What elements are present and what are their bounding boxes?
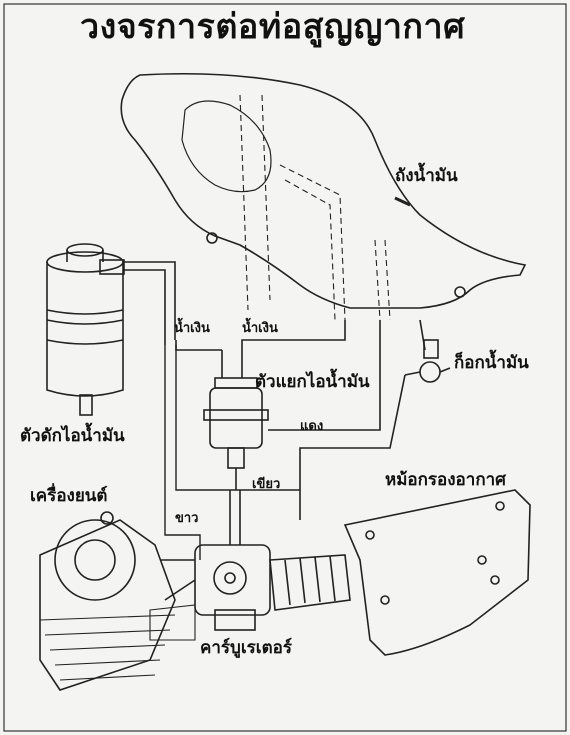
page-frame (3, 3, 567, 732)
label-white: ขาว (175, 511, 199, 526)
hose-lines (164, 345, 300, 560)
fuel-tank (120, 72, 527, 321)
charcoal-canister (46, 243, 176, 416)
label-red: แดง (300, 419, 324, 434)
label-separator: ตัวแยกไอน้ำมัน (255, 372, 370, 392)
label-green: เขียว (252, 477, 281, 492)
label-engine: เครื่องยนต์ (30, 486, 108, 506)
label-canister: ตัวดักไอน้ำมัน (20, 426, 125, 446)
label-fuel-cock: ก็อกน้ำมัน (454, 353, 529, 373)
label-blue-left: น้ำเงิน (174, 321, 210, 336)
air-filter (343, 489, 531, 656)
fuel-cock (299, 319, 451, 520)
carburetor (194, 490, 351, 631)
label-air-filter: หม้อกรองอากาศ (385, 470, 506, 490)
vapor-separator (175, 320, 381, 490)
label-fuel-tank: ถังน้ำมัน (395, 166, 458, 186)
label-carburetor: คาร์บูเรเตอร์ (200, 638, 292, 658)
label-blue-right: น้ำเงิน (242, 321, 278, 336)
diagram-title: วงจรการต่อท่อสูญญากาศ (80, 7, 466, 47)
engine (39, 511, 196, 691)
